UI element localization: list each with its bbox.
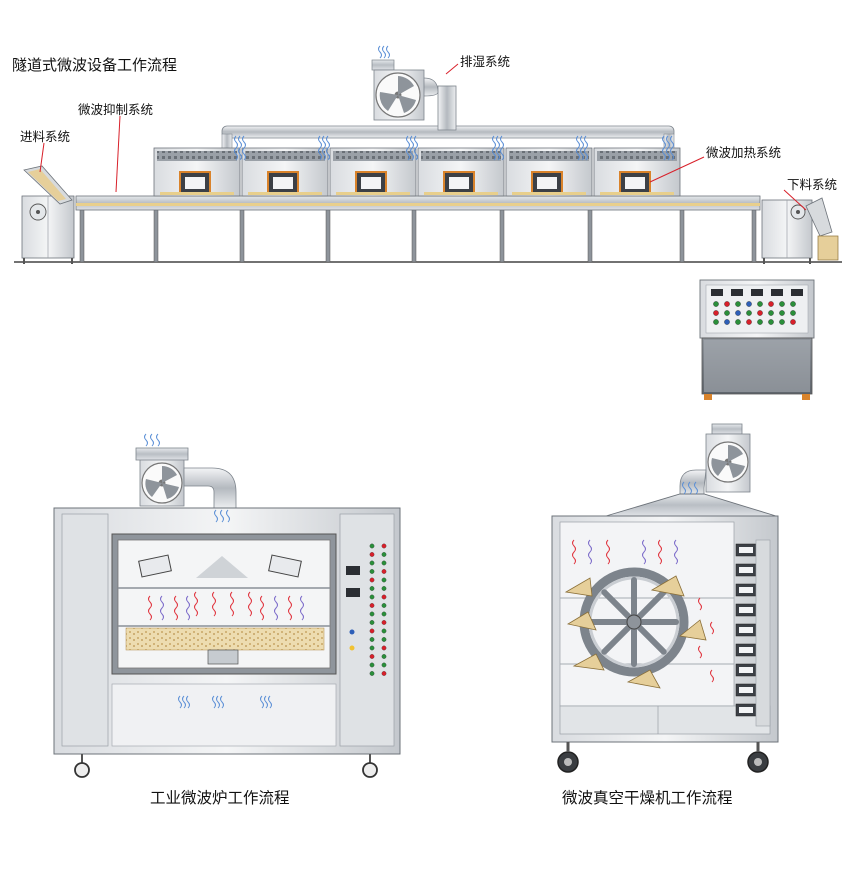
magnetron-right-icon bbox=[268, 554, 302, 578]
microwave-chambers bbox=[153, 147, 681, 197]
oven-material-tray bbox=[125, 627, 325, 651]
caption-vacuum-dryer: 微波真空干燥机工作流程 bbox=[562, 789, 733, 807]
label-discharge-system: 下料系统 bbox=[787, 177, 838, 192]
dryer-microwave-waves bbox=[572, 481, 714, 683]
cabinet-panel bbox=[711, 289, 803, 325]
product-bin bbox=[817, 235, 839, 261]
magnetron-left-icon bbox=[138, 554, 172, 578]
belt-material bbox=[76, 203, 760, 206]
label-exhaust-system: 排湿系统 bbox=[460, 54, 511, 69]
oven-wheel-right-icon bbox=[362, 762, 378, 778]
discharge-unit bbox=[761, 197, 839, 264]
dryer-material-piles bbox=[564, 575, 707, 689]
feed-unit bbox=[21, 165, 75, 264]
control-cabinet bbox=[699, 279, 815, 400]
page-title: 隧道式微波设备工作流程 bbox=[12, 56, 178, 74]
label-feed-system: 进料系统 bbox=[20, 129, 71, 144]
oven-microwave-waves bbox=[144, 433, 304, 709]
dryer-magnetrons bbox=[735, 539, 771, 727]
steam-marks bbox=[234, 45, 674, 161]
exhaust-duct bbox=[221, 59, 675, 151]
caption-industrial-oven: 工业微波炉工作流程 bbox=[150, 789, 290, 807]
oven-wheel-left-icon bbox=[74, 762, 90, 778]
label-heating-system: 微波加热系统 bbox=[706, 145, 782, 160]
label-suppression-system: 微波抑制系统 bbox=[78, 102, 154, 117]
leader-lines bbox=[39, 63, 807, 211]
industrial-oven bbox=[53, 433, 401, 778]
tunnel-line bbox=[14, 45, 842, 264]
dryer-wheels bbox=[557, 742, 769, 773]
vacuum-dryer bbox=[551, 423, 779, 773]
oven-control-panel bbox=[346, 543, 387, 676]
tunnel-legs bbox=[79, 209, 757, 263]
